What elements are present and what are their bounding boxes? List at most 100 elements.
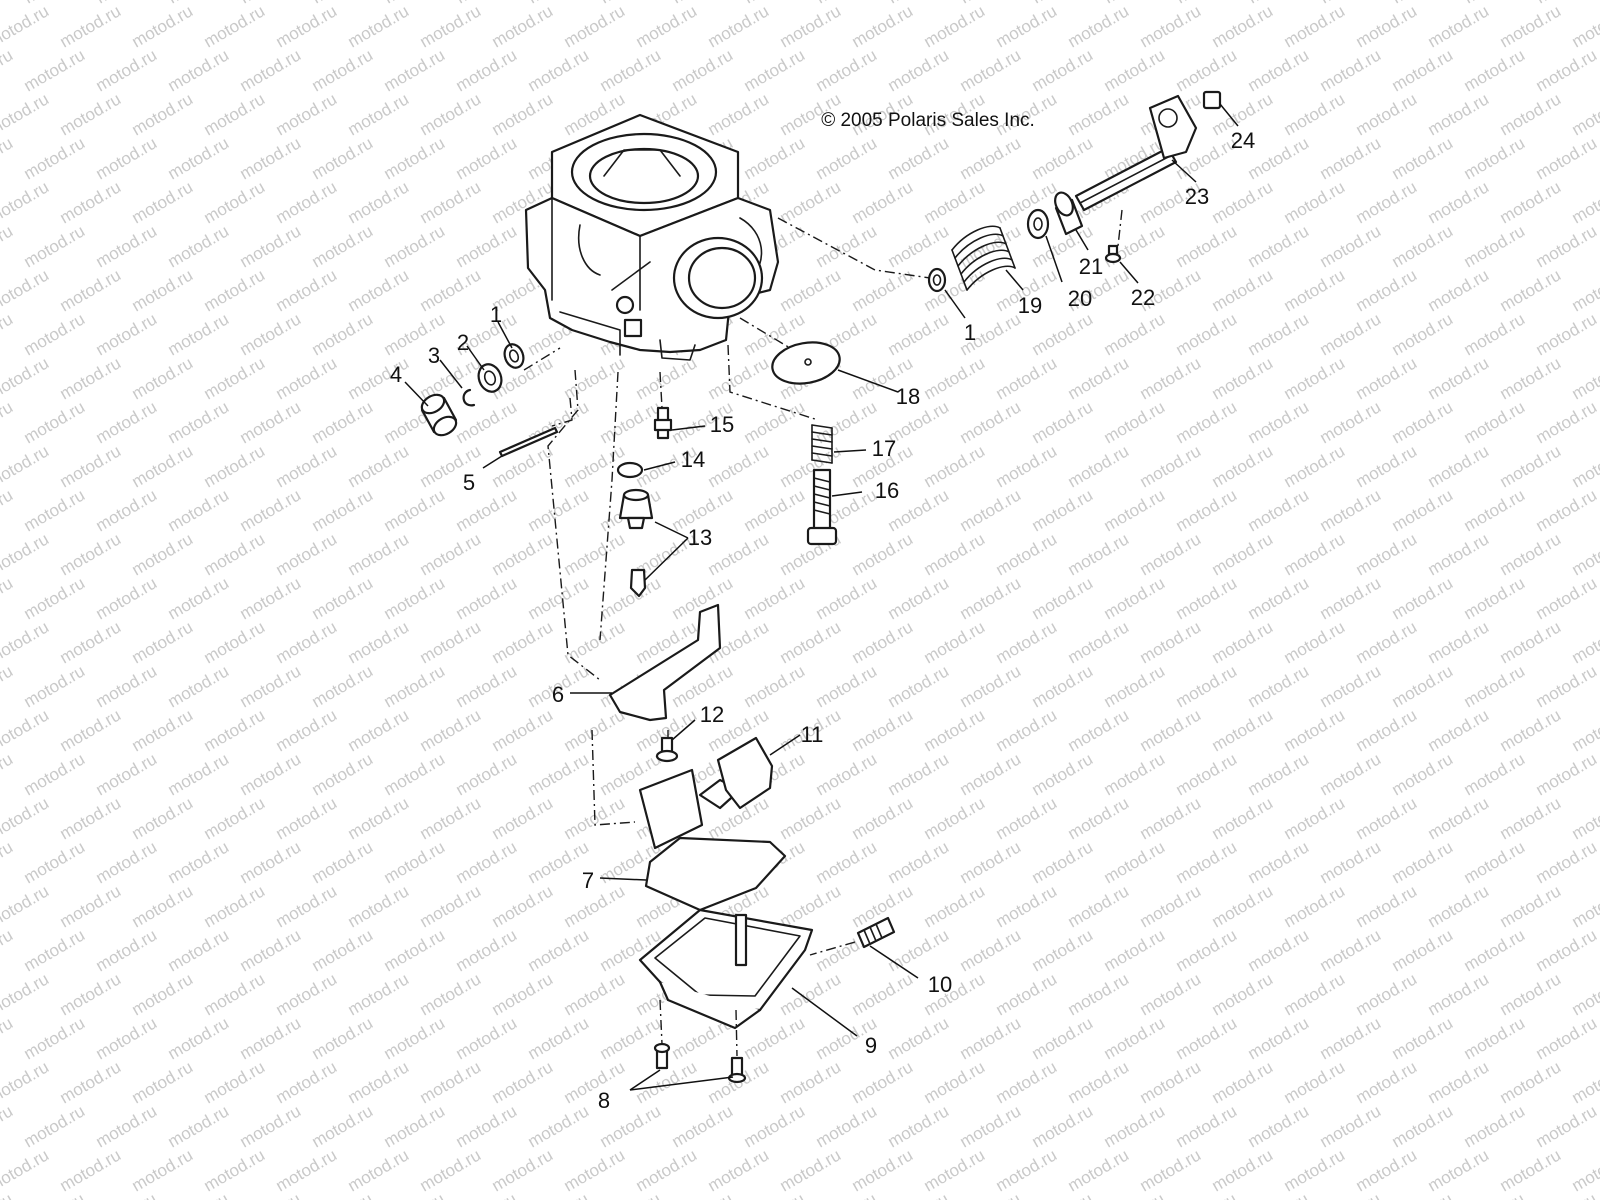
watermark-text: motod.ru	[93, 221, 161, 271]
watermark-text: motod.ru	[0, 45, 16, 95]
watermark-text: motod.ru	[453, 661, 521, 711]
watermark-text: motod.ru	[957, 485, 1025, 535]
watermark-text: motod.ru	[993, 881, 1061, 931]
watermark-text: motod.ru	[1281, 529, 1349, 579]
watermark-text: motod.ru	[21, 0, 89, 7]
watermark-text: motod.ru	[165, 45, 233, 95]
watermark-text: motod.ru	[1173, 0, 1241, 7]
watermark-text: motod.ru	[525, 485, 593, 535]
watermark-text: motod.ru	[1533, 661, 1600, 711]
watermark-text: motod.ru	[1101, 837, 1169, 887]
part-4-cap	[420, 393, 458, 437]
watermark-text: motod.ru	[1497, 1, 1565, 51]
watermark-text: motod.ru	[1533, 573, 1600, 623]
callout-11: 11	[801, 722, 824, 747]
watermark-text: motod.ru	[1101, 485, 1169, 535]
watermark-text: motod.ru	[1533, 45, 1600, 95]
part-3-clip	[462, 388, 476, 407]
watermark-text: motod.ru	[1137, 441, 1205, 491]
watermark-text: motod.ru	[921, 1145, 989, 1195]
watermark-text: motod.ru	[1281, 1, 1349, 51]
watermark-text: motod.ru	[489, 441, 557, 491]
watermark-text: motod.ru	[381, 45, 449, 95]
watermark-text: motod.ru	[741, 45, 809, 95]
callout-labels: 1 1 2 3 4 5 6 7 8 9 10 11 12 13 14 15 16…	[390, 128, 1255, 1113]
watermark-text: motod.ru	[1281, 265, 1349, 315]
watermark-text: motod.ru	[957, 1101, 1025, 1151]
watermark-text: motod.ru	[0, 485, 16, 535]
watermark-text: motod.ru	[273, 969, 341, 1019]
watermark-text: motod.ru	[273, 177, 341, 227]
watermark-text: motod.ru	[1569, 441, 1600, 491]
watermark-text: motod.ru	[21, 1189, 89, 1200]
callout-23: 23	[1185, 184, 1209, 209]
part-23-shaft	[1074, 94, 1198, 212]
watermark-text: motod.ru	[705, 353, 773, 403]
watermark-text: motod.ru	[777, 969, 845, 1019]
watermark-text: motod.ru	[1173, 573, 1241, 623]
watermark-text: motod.ru	[417, 969, 485, 1019]
watermark-text: motod.ru	[129, 793, 197, 843]
watermark-text: motod.ru	[489, 89, 557, 139]
watermark-text: motod.ru	[849, 529, 917, 579]
part-13-needle-valve	[618, 488, 654, 598]
watermark-text: motod.ru	[705, 1, 773, 51]
watermark-text: motod.ru	[1425, 265, 1493, 315]
watermark-text: motod.ru	[1209, 881, 1277, 931]
watermark-text: motod.ru	[237, 0, 305, 7]
watermark-text: motod.ru	[993, 1057, 1061, 1107]
watermark-text: motod.ru	[849, 265, 917, 315]
watermark-text: motod.ru	[1029, 1189, 1097, 1200]
watermark-text: motod.ru	[309, 1101, 377, 1151]
callout-15: 15	[710, 412, 734, 437]
part-9-float-bowl	[638, 908, 814, 1030]
watermark-text: motod.ru	[957, 1013, 1025, 1063]
watermark-text: motod.ru	[1065, 1057, 1133, 1107]
watermark-text: motod.ru	[1317, 133, 1385, 183]
watermark-text: motod.ru	[1497, 705, 1565, 755]
watermark-text: motod.ru	[21, 749, 89, 799]
watermark-text: motod.ru	[201, 969, 269, 1019]
watermark-text: motod.ru	[453, 0, 521, 7]
watermark-text: motod.ru	[1065, 441, 1133, 491]
watermark-text: motod.ru	[21, 837, 89, 887]
watermark-text: motod.ru	[237, 397, 305, 447]
watermark-text: motod.ru	[1353, 969, 1421, 1019]
watermark-text: motod.ru	[1281, 441, 1349, 491]
watermark-text: motod.ru	[129, 969, 197, 1019]
watermark-text: motod.ru	[165, 1013, 233, 1063]
watermark-text: motod.ru	[1533, 397, 1600, 447]
watermark-text: motod.ru	[1461, 837, 1529, 887]
watermark-text: motod.ru	[1569, 705, 1600, 755]
part-7-gasket	[644, 836, 787, 912]
watermark-text: motod.ru	[201, 1057, 269, 1107]
watermark-text: motod.ru	[885, 45, 953, 95]
watermark-text: motod.ru	[1137, 705, 1205, 755]
watermark-text: motod.ru	[1209, 265, 1277, 315]
watermark-text: motod.ru	[1317, 573, 1385, 623]
watermark-text: motod.ru	[0, 925, 16, 975]
watermark-text: motod.ru	[777, 1057, 845, 1107]
watermark-text: motod.ru	[777, 1, 845, 51]
watermark-text: motod.ru	[1281, 969, 1349, 1019]
watermark-text: motod.ru	[993, 793, 1061, 843]
watermark-text: motod.ru	[417, 617, 485, 667]
part-16-screw	[806, 468, 838, 546]
watermark-text: motod.ru	[453, 1101, 521, 1151]
watermark-text: motod.ru	[201, 705, 269, 755]
watermark-text: motod.ru	[1281, 881, 1349, 931]
watermark-text: motod.ru	[1029, 749, 1097, 799]
watermark-text: motod.ru	[1497, 969, 1565, 1019]
watermark-text: motod.ru	[813, 573, 881, 623]
watermark-text: motod.ru	[57, 1, 125, 51]
watermark-text: motod.ru	[417, 89, 485, 139]
watermark-text: motod.ru	[1317, 45, 1385, 95]
watermark-text: motod.ru	[957, 1189, 1025, 1200]
watermark-text: motod.ru	[669, 0, 737, 7]
watermark-text: motod.ru	[1353, 89, 1421, 139]
watermark-text: motod.ru	[453, 1013, 521, 1063]
watermark-text: motod.ru	[0, 441, 52, 491]
watermark-text: motod.ru	[885, 573, 953, 623]
watermark-text: motod.ru	[1425, 441, 1493, 491]
watermark-text: motod.ru	[1461, 309, 1529, 359]
